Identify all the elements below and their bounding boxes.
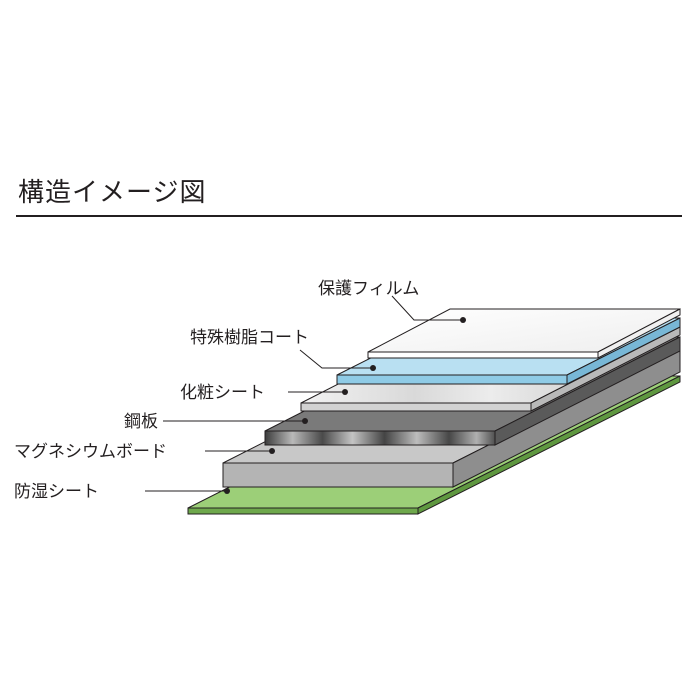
resin-coat-front: [336, 374, 568, 385]
steel-plate-side: [494, 336, 681, 446]
protective-film-side: [597, 308, 681, 359]
label-resin-coat: 特殊樹脂コート: [190, 328, 309, 348]
leader-dot-decor-sheet: [342, 389, 348, 395]
moisture-sheet-side: [417, 375, 681, 515]
page-title: 構造イメージ図: [18, 178, 207, 208]
decor-sheet-front: [300, 402, 532, 412]
protective-film-front: [367, 351, 599, 359]
leader-dot-protective-film: [460, 317, 466, 323]
label-magnesium-board: マグネシウムボード: [14, 442, 167, 462]
leader-lines: [145, 295, 463, 492]
resin-coat-side: [566, 317, 681, 385]
leader-dot-magnesium-board: [269, 448, 275, 454]
title-underline: [16, 215, 682, 217]
label-moisture-sheet: 防湿シート: [14, 482, 99, 502]
label-decor-sheet: 化粧シート: [180, 383, 265, 403]
moisture-sheet-front: [187, 507, 419, 515]
label-steel-plate: 鋼板: [124, 412, 158, 432]
leader-dot-moisture-sheet: [224, 488, 230, 494]
leader-dots: [224, 317, 466, 494]
steel-plate-front: [264, 430, 496, 446]
label-protective-film: 保護フィルム: [318, 279, 419, 299]
leader-line-resin-coat: [299, 349, 373, 369]
leader-dot-steel-plate: [302, 418, 308, 424]
magnesium-board-front: [222, 462, 454, 488]
leader-dot-resin-coat: [370, 365, 376, 371]
leader-line-protective-film: [391, 295, 463, 321]
